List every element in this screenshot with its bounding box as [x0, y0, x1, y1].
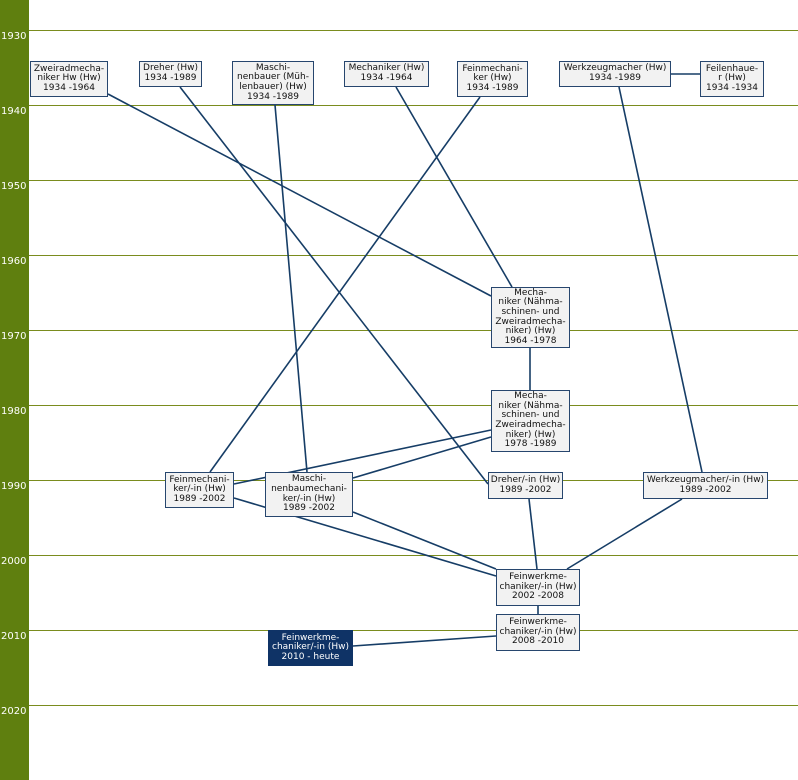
year-label-2000: 2000: [1, 556, 27, 567]
node-text-line: chaniker/-in (Hw): [272, 642, 349, 653]
edge-dreher-to-dreherin: [179, 86, 489, 485]
year-label-1980: 1980: [1, 406, 27, 417]
node-text-line: 1934 -1964: [360, 73, 413, 83]
year-label-2010: 2010: [1, 631, 27, 642]
node-text-line: Mecha-: [514, 391, 547, 402]
node-text-line: 1978 -1989: [504, 439, 557, 450]
edge-dreherin-to-feinwerk1: [528, 498, 538, 570]
node-text-line: Dreher/-in (Hw): [490, 474, 561, 485]
node-text-line: 2010 - heute: [281, 651, 340, 662]
edge-zweirad-to-mech_naeh1: [107, 93, 492, 297]
year-gridline-1980: [29, 405, 798, 406]
node-text-line: 1964 -1978: [504, 335, 557, 346]
edge-werkzeug2-to-feinwerk1: [566, 498, 683, 570]
node-text-line: ker/-in (Hw): [282, 493, 336, 504]
node-text-line: Feilenhaue-: [705, 63, 759, 74]
year-gridline-2020: [29, 705, 798, 706]
edge-feinwerk2-to-feinwerk3: [352, 635, 497, 647]
year-gridline-2000: [29, 555, 798, 556]
node-text-line: ker/-in (Hw): [173, 484, 226, 495]
occupation-node-feinwerk1[interactable]: Feinwerkme-chaniker/-in (Hw)2002 -2008: [496, 569, 580, 606]
node-text-line: chaniker/-in (Hw): [499, 626, 577, 637]
node-text-line: schinen- und: [501, 410, 560, 421]
occupation-node-werkzeug1[interactable]: Werkzeugmacher (Hw)1934 -1989: [559, 61, 671, 87]
node-text-line: Feinwerkme-: [509, 572, 567, 583]
edge-maschinenbauer-to-maschinenbaumech: [274, 104, 308, 473]
year-label-1940: 1940: [1, 106, 27, 117]
node-text-line: Werkzeugmacher/-in (Hw): [646, 474, 765, 485]
node-text-line: niker Hw (Hw): [37, 73, 101, 84]
node-text-line: 1989 -2002: [283, 503, 335, 514]
year-gridline-1930: [29, 30, 798, 31]
node-text-line: 1934 -1989: [466, 82, 519, 93]
node-text-line: 1934 -1934: [706, 82, 758, 93]
year-gridline-1950: [29, 180, 798, 181]
node-text-line: lenbauer) (Hw): [239, 82, 307, 92]
node-text-line: r (Hw): [718, 73, 746, 84]
node-text-line: 1989 -2002: [499, 484, 552, 495]
occupation-node-feinmech2[interactable]: Feinmechani-ker/-in (Hw)1989 -2002: [165, 472, 234, 508]
node-text-line: Zweiradmecha-: [495, 316, 566, 327]
node-text-line: Werkzeugmacher (Hw): [563, 63, 667, 74]
node-text-line: Feinmechani-: [169, 474, 230, 485]
node-text-line: Feinwerkme-: [509, 617, 567, 628]
node-text-line: 1934 -1989: [144, 73, 197, 83]
year-label-2020: 2020: [1, 706, 27, 717]
occupation-node-werkzeug2[interactable]: Werkzeugmacher/-in (Hw)1989 -2002: [643, 472, 768, 499]
year-gridline-1990: [29, 480, 798, 481]
occupation-node-feinmech1[interactable]: Feinmechani-ker (Hw)1934 -1989: [457, 61, 528, 97]
node-text-line: niker) (Hw): [505, 429, 556, 440]
occupation-node-mechaniker[interactable]: Mechaniker (Hw)1934 -1964: [344, 61, 429, 87]
node-text-line: 1934 -1989: [247, 91, 299, 102]
node-text-line: Maschi-: [291, 474, 327, 485]
year-gridline-2010: [29, 630, 798, 631]
occupation-node-zweirad[interactable]: Zweiradmecha-niker Hw (Hw)1934 -1964: [30, 61, 108, 97]
node-text-line: chaniker/-in (Hw): [499, 581, 577, 592]
node-text-line: nenbaumechani-: [271, 483, 347, 494]
year-label-1930: 1930: [1, 31, 27, 42]
occupation-node-dreherin[interactable]: Dreher/-in (Hw)1989 -2002: [488, 472, 563, 499]
node-text-line: 1989 -2002: [173, 493, 226, 504]
node-text-line: 2008 -2010: [512, 636, 564, 647]
occupation-node-dreher[interactable]: Dreher (Hw)1934 -1989: [139, 61, 202, 87]
year-label-1960: 1960: [1, 256, 27, 267]
year-label-1950: 1950: [1, 181, 27, 192]
node-text-line: Maschi-: [255, 62, 291, 73]
edge-werkzeug1-to-werkzeug2: [618, 86, 703, 473]
edge-mech_naeh2-to-maschinenbaumech: [352, 436, 492, 479]
node-text-line: Mechaniker (Hw): [348, 63, 425, 74]
node-text-line: niker (Nähma-: [498, 400, 563, 411]
edge-maschinenbaumech-to-feinwerk1: [352, 511, 497, 570]
year-label-1970: 1970: [1, 331, 27, 342]
node-text-line: Dreher (Hw): [143, 63, 198, 74]
occupation-node-feilenhauer[interactable]: Feilenhaue-r (Hw)1934 -1934: [700, 61, 764, 97]
node-text-line: Feinwerkme-: [281, 632, 340, 643]
year-gridline-1970: [29, 330, 798, 331]
occupation-node-maschinenbauer[interactable]: Maschi-nenbauer (Müh-lenbauer) (Hw)1934 …: [232, 61, 314, 105]
occupation-node-feinwerk2[interactable]: Feinwerkme-chaniker/-in (Hw)2008 -2010: [496, 614, 580, 651]
year-gridline-1940: [29, 105, 798, 106]
node-text-line: Zweiradmecha-: [495, 420, 566, 430]
timeline-sidebar: [0, 0, 29, 780]
node-text-line: Feinmechani-: [462, 63, 523, 74]
year-label-1990: 1990: [1, 481, 27, 492]
node-text-line: 1934 -1964: [43, 82, 95, 93]
edge-feinmech1-to-feinmech2: [209, 96, 481, 473]
node-text-line: Zweiradmecha-: [33, 63, 105, 74]
node-text-line: nenbauer (Müh-: [237, 72, 309, 83]
node-text-line: 1989 -2002: [679, 484, 732, 495]
node-text-line: niker (Nähma-: [498, 297, 563, 308]
node-text-line: Mecha-: [514, 287, 547, 298]
occupation-node-maschinenbaumech[interactable]: Maschi-nenbaumechani-ker/-in (Hw)1989 -2…: [265, 472, 353, 517]
node-text-line: ker (Hw): [473, 73, 512, 84]
node-text-line: schinen- und: [501, 306, 560, 317]
node-text-line: 2002 -2008: [512, 591, 564, 602]
node-text-line: 1934 -1989: [589, 73, 641, 83]
occupation-node-feinwerk3[interactable]: Feinwerkme-chaniker/-in (Hw)2010 - heute: [268, 630, 353, 666]
edge-mechaniker-to-mech_naeh1: [395, 86, 513, 288]
node-text-line: niker) (Hw): [505, 326, 556, 337]
